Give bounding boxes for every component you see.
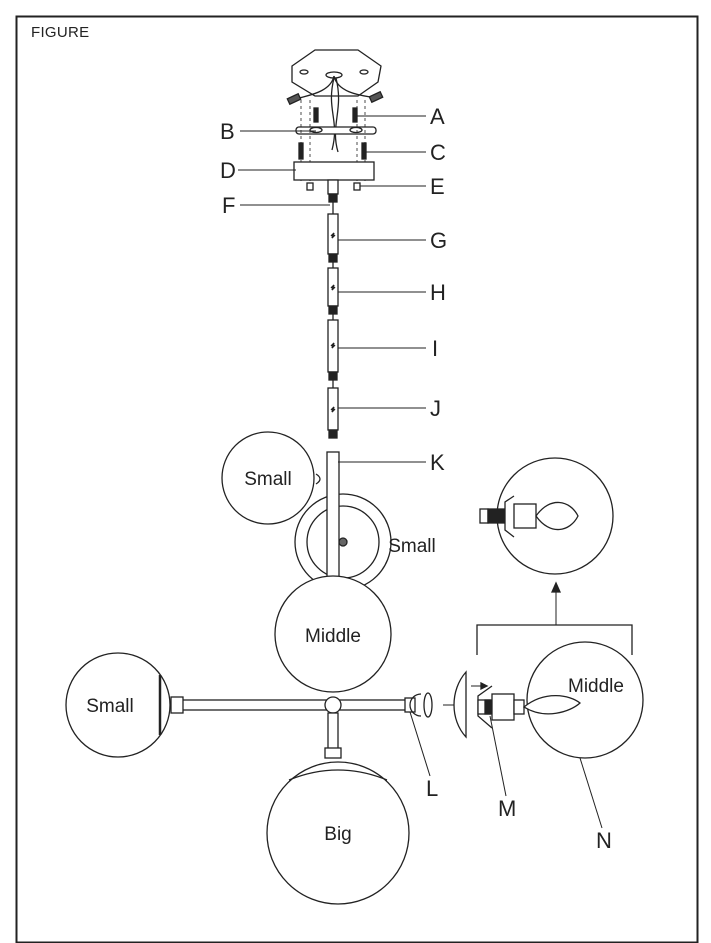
callout-h: H [430, 280, 446, 305]
callout-k: K [430, 450, 445, 475]
fixture-body [65, 431, 644, 905]
bulb-n [522, 695, 582, 715]
screw-a-right [352, 107, 358, 123]
callout-e: E [430, 174, 445, 199]
canopy-assembly [286, 49, 384, 203]
nut-e-left [306, 182, 314, 191]
wire-connector-right [368, 90, 384, 104]
horizontal-arm [181, 699, 409, 711]
canopy-plate [291, 49, 382, 97]
label-small-upper-left: Small [244, 469, 292, 490]
globe-middle-center [274, 575, 392, 693]
detail-bracket [476, 624, 633, 655]
washer [423, 692, 433, 718]
globe-small-left [65, 652, 171, 758]
canopy-nut-f [327, 179, 339, 195]
label-small-upper-right: Small [388, 536, 436, 557]
nut-e-right [353, 182, 361, 191]
callout-l: L [426, 776, 438, 801]
wire-center [330, 77, 336, 151]
label-middle-detail: Middle [568, 676, 624, 697]
arm-end-cap-left [170, 696, 184, 714]
callout-i: I [432, 336, 438, 361]
canopy-screw-hole-left [299, 69, 309, 75]
callout-b: B [220, 119, 235, 144]
globe-labels: Small Small Middle Small Big Middle [86, 469, 624, 845]
callout-m: M [498, 796, 516, 821]
callout-f: F [222, 193, 235, 218]
callout-d: D [220, 158, 236, 183]
dome-cup [453, 670, 467, 739]
arm-center-hub [324, 696, 342, 714]
screw-c-right [361, 142, 367, 160]
callout-g: G [430, 228, 447, 253]
down-stem [327, 712, 339, 750]
leader-lines [238, 115, 603, 829]
socket [491, 693, 515, 721]
figure-title: FIGURE [31, 24, 90, 41]
rod-segments [327, 202, 339, 439]
callout-j: J [430, 396, 441, 421]
canopy-cup [293, 161, 375, 181]
label-small-left: Small [86, 696, 134, 717]
stem-k [326, 451, 340, 581]
callout-c: C [430, 140, 446, 165]
label-middle-center: Middle [305, 626, 361, 647]
label-big-bottom: Big [324, 824, 351, 845]
globe-small-upper-left [221, 431, 315, 525]
screw-a-left [313, 107, 319, 123]
callout-n: N [596, 828, 612, 853]
globe-middle-detail [526, 641, 644, 759]
globe-big-bottom [266, 761, 410, 905]
callout-labels: A B C D E F G H I J K L M N [220, 104, 612, 853]
canopy-screw-hole-right [359, 69, 369, 75]
wire-connector-left [286, 92, 302, 106]
callout-a: A [430, 104, 445, 129]
